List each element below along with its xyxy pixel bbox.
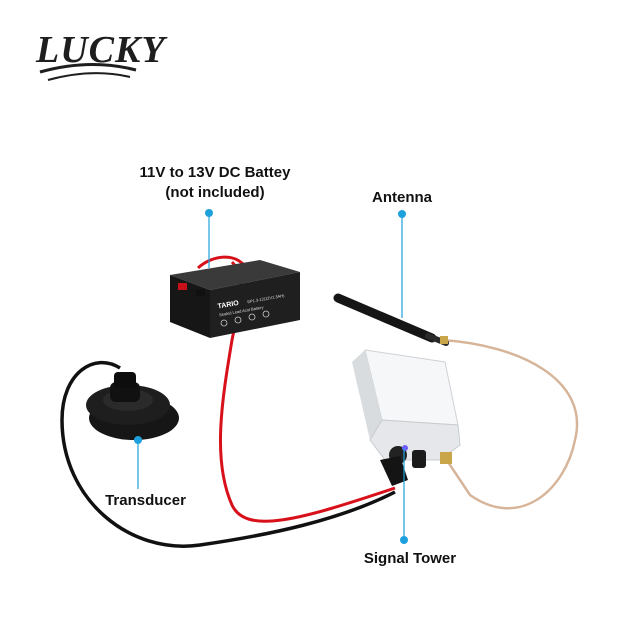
battery-top (170, 260, 300, 290)
battery-group: TARIO EP1.3-12(12V1.3AH) Sealed Lead Aci… (170, 260, 300, 338)
transducer-cap (114, 372, 136, 388)
battery-label: 11V to 13V DC Battey (not included) (120, 163, 310, 203)
dot-antenna (398, 210, 406, 218)
antenna-rod (333, 293, 437, 343)
battery-label-line1: 11V to 13V DC Battey (139, 164, 291, 181)
antenna-cable (441, 338, 579, 510)
transducer-label: Transducer (105, 492, 186, 509)
signal-tower-box (352, 349, 461, 486)
battery-model: EP1.3-12(12V1.3AH) (247, 293, 286, 305)
signal-tower-label: Signal Tower (363, 550, 457, 567)
antenna-connector (440, 336, 448, 344)
battery-terminal-red (178, 283, 187, 290)
battery-brand: TARIO (217, 300, 240, 311)
battery-terminal-black (196, 289, 205, 296)
antenna-group (333, 293, 449, 346)
power-plug (380, 456, 408, 486)
logo-swoosh-2 (47, 72, 131, 81)
transducer-group (86, 372, 179, 440)
transducer-connector (412, 450, 426, 468)
led-indicator (402, 445, 408, 451)
dot-tower (400, 536, 408, 544)
sma-connector (440, 452, 452, 464)
battery-side (210, 272, 300, 338)
dot-battery (205, 209, 213, 217)
battery-label-line2: (not included) (165, 184, 265, 201)
battery-warning-icons (220, 310, 270, 327)
dot-transducer (134, 436, 142, 444)
transducer-cable (60, 361, 396, 548)
box-left (352, 350, 382, 440)
logo-swoosh (39, 63, 137, 74)
antenna-label: Antenna (372, 189, 432, 206)
